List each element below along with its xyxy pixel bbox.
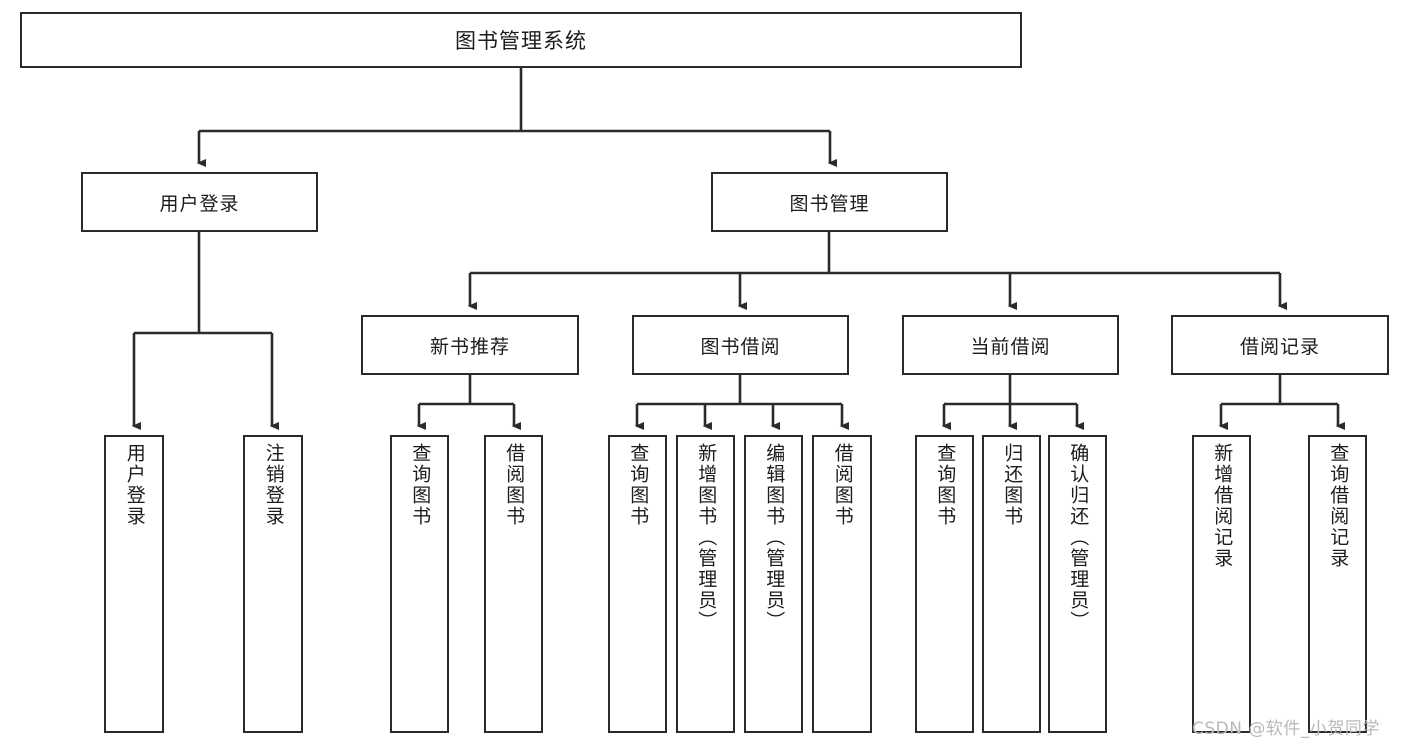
leaf-query-book-current-label: 查询图书 xyxy=(934,443,957,527)
node-user-login[interactable]: 用户登录 xyxy=(81,172,318,232)
leaf-query-book-recommend[interactable]: 查询图书 xyxy=(390,435,449,733)
node-user-login-label: 用户登录 xyxy=(159,192,240,215)
node-root-label: 图书管理系统 xyxy=(455,29,587,53)
leaf-query-book-current[interactable]: 查询图书 xyxy=(915,435,974,733)
leaf-return-book-label: 归还图书 xyxy=(1001,443,1024,527)
leaf-add-book-admin[interactable]: 新增图书（管理员） xyxy=(676,435,735,733)
node-book-management[interactable]: 图书管理 xyxy=(711,172,948,232)
leaf-query-book-recommend-label: 查询图书 xyxy=(409,443,432,527)
leaf-confirm-return-admin-label: 确认归还（管理员） xyxy=(1067,443,1090,632)
leaf-edit-book-admin[interactable]: 编辑图书（管理员） xyxy=(744,435,803,733)
node-current-borrow[interactable]: 当前借阅 xyxy=(902,315,1119,375)
node-book-borrow-label: 图书借阅 xyxy=(700,335,781,358)
leaf-confirm-return-admin[interactable]: 确认归还（管理员） xyxy=(1048,435,1107,733)
leaf-user-login[interactable]: 用户登录 xyxy=(104,435,164,733)
node-book-borrow[interactable]: 图书借阅 xyxy=(632,315,849,375)
node-root[interactable]: 图书管理系统 xyxy=(20,12,1022,68)
leaf-query-book-borrow-label: 查询图书 xyxy=(627,443,650,527)
leaf-borrow-book-recommend[interactable]: 借阅图书 xyxy=(484,435,543,733)
leaf-logout[interactable]: 注销登录 xyxy=(243,435,303,733)
leaf-return-book[interactable]: 归还图书 xyxy=(982,435,1041,733)
leaf-query-borrow-record[interactable]: 查询借阅记录 xyxy=(1308,435,1367,733)
watermark: CSDN @软件_小贺同学 xyxy=(1192,719,1380,739)
leaf-borrow-book-label: 借阅图书 xyxy=(831,443,854,527)
leaf-add-borrow-record-label: 新增借阅记录 xyxy=(1211,443,1234,569)
leaf-logout-label: 注销登录 xyxy=(262,443,285,527)
leaf-add-book-admin-label: 新增图书（管理员） xyxy=(695,443,718,632)
leaf-user-login-label: 用户登录 xyxy=(123,443,146,527)
leaf-add-borrow-record[interactable]: 新增借阅记录 xyxy=(1192,435,1251,733)
leaf-edit-book-admin-label: 编辑图书（管理员） xyxy=(763,443,786,632)
node-current-borrow-label: 当前借阅 xyxy=(970,335,1051,358)
leaf-borrow-book-recommend-label: 借阅图书 xyxy=(503,443,526,527)
node-new-book-recommend-label: 新书推荐 xyxy=(429,335,510,358)
node-borrow-record[interactable]: 借阅记录 xyxy=(1171,315,1389,375)
node-borrow-record-label: 借阅记录 xyxy=(1239,335,1320,358)
leaf-query-book-borrow[interactable]: 查询图书 xyxy=(608,435,667,733)
leaf-query-borrow-record-label: 查询借阅记录 xyxy=(1327,443,1350,569)
node-new-book-recommend[interactable]: 新书推荐 xyxy=(361,315,579,375)
node-book-management-label: 图书管理 xyxy=(789,192,870,215)
leaf-borrow-book[interactable]: 借阅图书 xyxy=(812,435,872,733)
